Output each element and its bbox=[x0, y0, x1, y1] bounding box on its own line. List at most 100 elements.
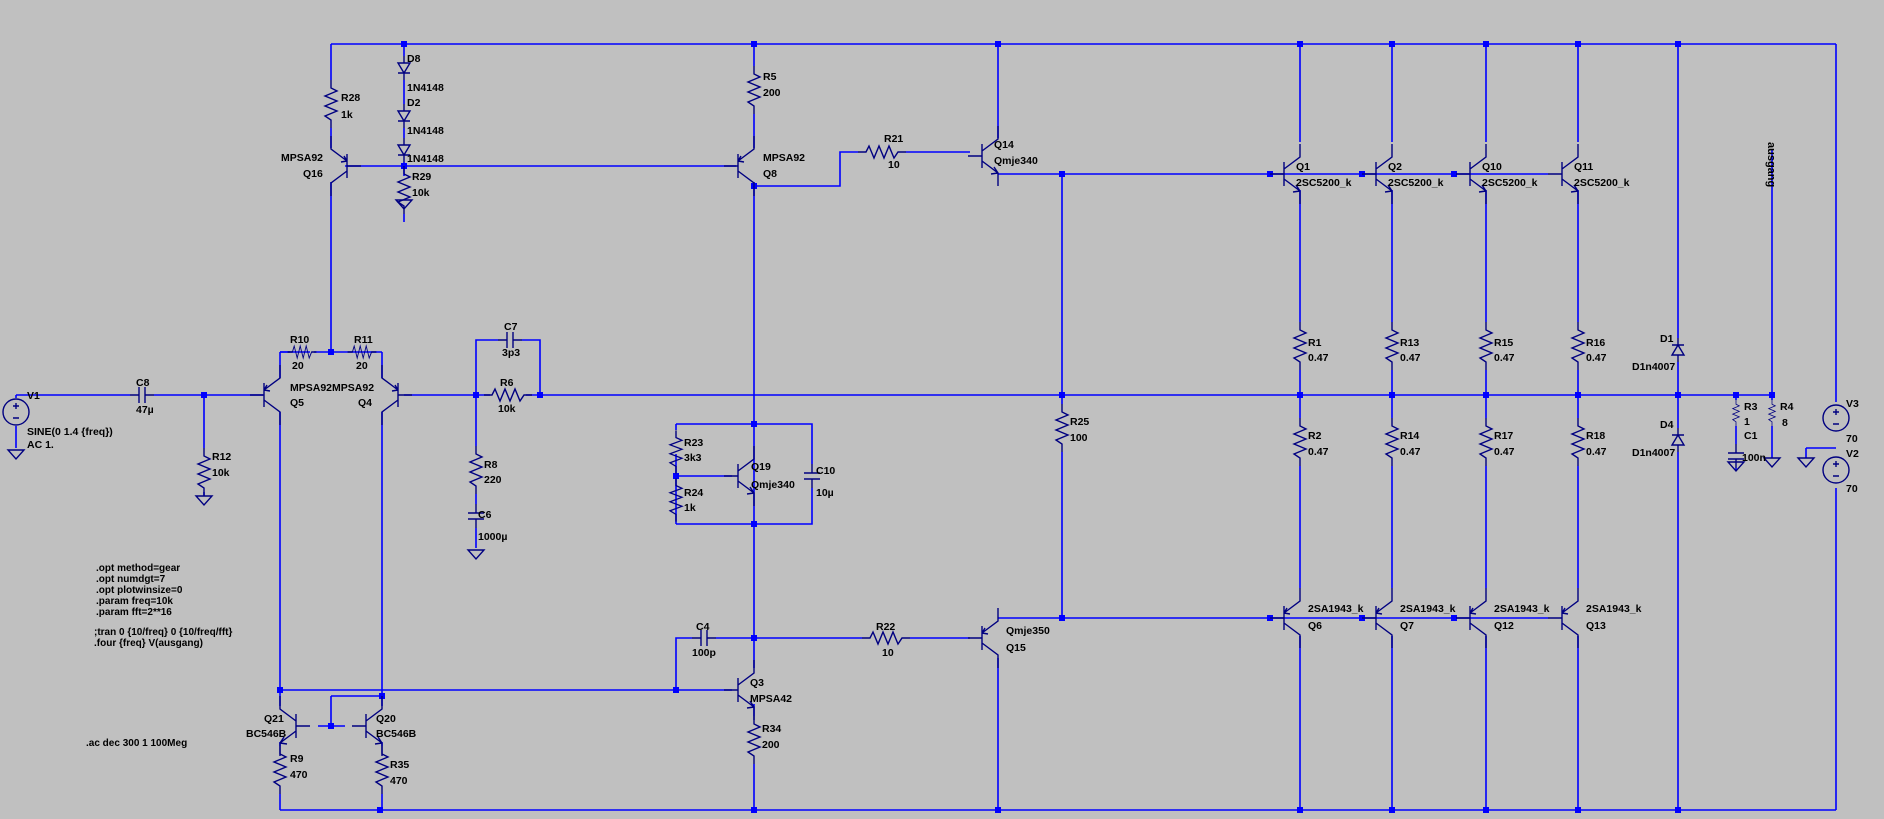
ac-directive[interactable]: .ac dec 300 1 100Meg bbox=[86, 738, 187, 749]
resistor-r13[interactable] bbox=[1385, 321, 1399, 371]
label-q2: Q2 bbox=[1388, 161, 1402, 173]
resistor-r24[interactable] bbox=[669, 477, 683, 523]
label-r15: R15 bbox=[1494, 337, 1513, 349]
label-c7-value: 3p3 bbox=[502, 347, 520, 359]
transistor-q19[interactable] bbox=[723, 445, 755, 507]
label-q4: Q4 bbox=[358, 397, 372, 409]
capacitor-c8[interactable] bbox=[129, 386, 155, 404]
label-d4-value: D1n4007 bbox=[1632, 447, 1675, 459]
resistor-r12[interactable] bbox=[197, 447, 211, 497]
label-r34: R34 bbox=[762, 723, 781, 735]
label-q15: Q15 bbox=[1006, 642, 1026, 654]
label-r16: R16 bbox=[1586, 337, 1605, 349]
resistor-r4[interactable] bbox=[1768, 399, 1776, 427]
resistor-r14[interactable] bbox=[1385, 417, 1399, 467]
label-r1: R1 bbox=[1308, 337, 1322, 349]
directive-line: .opt numdgt=7 bbox=[96, 574, 166, 585]
label-r18: R18 bbox=[1586, 430, 1605, 442]
label-q6: Q6 bbox=[1308, 620, 1322, 632]
transistor-q15[interactable] bbox=[967, 607, 999, 669]
label-r9-value: 470 bbox=[290, 769, 308, 781]
voltage-source-v1[interactable] bbox=[2, 398, 30, 426]
label-r5: R5 bbox=[763, 71, 777, 83]
transistor-q21[interactable] bbox=[279, 695, 311, 757]
label-q11: Q11 bbox=[1574, 161, 1593, 173]
resistor-r17[interactable] bbox=[1479, 417, 1493, 467]
transistor-q20[interactable] bbox=[351, 695, 383, 757]
transistor-q13[interactable] bbox=[1547, 587, 1579, 649]
directive-line: .param freq=10k bbox=[96, 596, 173, 607]
label-q21-value: BC546B bbox=[246, 728, 287, 740]
label-r21-value: 10 bbox=[888, 159, 900, 171]
label-v2: V2 bbox=[1846, 448, 1859, 460]
resistor-r6[interactable] bbox=[483, 388, 533, 402]
resistor-r18[interactable] bbox=[1571, 417, 1585, 467]
label-r13: R13 bbox=[1400, 337, 1419, 349]
label-q5-q4-type: MPSA92MPSA92 bbox=[290, 382, 374, 394]
resistor-r1[interactable] bbox=[1293, 321, 1307, 371]
resistor-r15[interactable] bbox=[1479, 321, 1493, 371]
transistor-q8[interactable] bbox=[723, 135, 755, 197]
label-q20-value: BC546B bbox=[376, 728, 417, 740]
label-r21: R21 bbox=[884, 133, 903, 145]
label-r2-value: 0.47 bbox=[1308, 446, 1329, 458]
directive-line: ;tran 0 {10/freq} 0 {10/freq/fft} bbox=[94, 627, 232, 638]
ground-r12 bbox=[195, 495, 213, 506]
resistor-r2[interactable] bbox=[1293, 417, 1307, 467]
resistor-r16[interactable] bbox=[1571, 321, 1585, 371]
resistor-r8[interactable] bbox=[469, 445, 483, 495]
label-r28: R28 bbox=[341, 92, 360, 104]
resistor-r3[interactable] bbox=[1732, 399, 1740, 427]
label-q3: Q3 bbox=[750, 677, 764, 689]
resistor-r21[interactable] bbox=[857, 145, 907, 159]
label-q10-value: 2SC5200_k bbox=[1482, 177, 1538, 189]
label-d1-value: D1n4007 bbox=[1632, 361, 1675, 373]
label-v1: V1 bbox=[27, 390, 40, 402]
resistor-r9[interactable] bbox=[273, 745, 287, 795]
label-r35-value: 470 bbox=[390, 775, 408, 787]
label-r25-value: 100 bbox=[1070, 432, 1088, 444]
spice-directives[interactable]: .opt method=gear .opt numdgt=7 .opt plot… bbox=[94, 563, 232, 649]
label-r28-value: 1k bbox=[341, 109, 353, 121]
resistor-r35[interactable] bbox=[375, 745, 389, 795]
resistor-r22[interactable] bbox=[861, 631, 911, 645]
label-c7: C7 bbox=[504, 321, 518, 333]
capacitor-c7[interactable] bbox=[497, 331, 523, 349]
label-r4-value: 8 bbox=[1782, 417, 1788, 429]
label-q11-value: 2SC5200_k bbox=[1574, 177, 1630, 189]
transistor-q4[interactable] bbox=[381, 364, 413, 426]
label-q12-value: 2SA1943_k bbox=[1494, 603, 1550, 615]
label-r35: R35 bbox=[390, 759, 409, 771]
label-d2-value-2: 1N4148 bbox=[407, 153, 444, 165]
diode-d1[interactable] bbox=[1671, 337, 1685, 363]
ground-v2 bbox=[1797, 457, 1815, 468]
label-q7: Q7 bbox=[1400, 620, 1414, 632]
resistor-r5[interactable] bbox=[747, 65, 761, 115]
label-r4: R4 bbox=[1780, 401, 1794, 413]
resistor-r29[interactable] bbox=[397, 165, 411, 215]
resistor-r11[interactable] bbox=[346, 345, 378, 359]
label-r24: R24 bbox=[684, 487, 703, 499]
label-q10: Q10 bbox=[1482, 161, 1502, 173]
resistor-r10[interactable] bbox=[286, 345, 318, 359]
resistor-r23[interactable] bbox=[669, 429, 683, 475]
label-r3-value: 1 bbox=[1744, 416, 1750, 428]
ground-c6 bbox=[467, 549, 485, 560]
label-q12: Q12 bbox=[1494, 620, 1514, 632]
resistor-r25[interactable] bbox=[1055, 403, 1069, 453]
label-q6-value: 2SA1943_k bbox=[1308, 603, 1364, 615]
label-q16-type: MPSA92 bbox=[281, 152, 323, 164]
resistor-r28[interactable] bbox=[324, 79, 338, 129]
transistor-q11[interactable] bbox=[1547, 143, 1579, 205]
label-q8-type: MPSA92 bbox=[763, 152, 805, 164]
label-r5-value: 200 bbox=[763, 87, 781, 99]
label-c4-value: 100p bbox=[692, 647, 716, 659]
label-r15-value: 0.47 bbox=[1494, 352, 1515, 364]
label-r18-value: 0.47 bbox=[1586, 446, 1607, 458]
transistor-q3[interactable] bbox=[723, 659, 755, 721]
resistor-r34[interactable] bbox=[747, 715, 761, 765]
label-r11-value: 20 bbox=[356, 360, 368, 372]
voltage-source-v2[interactable] bbox=[1822, 456, 1850, 484]
transistor-q5[interactable] bbox=[249, 364, 281, 426]
